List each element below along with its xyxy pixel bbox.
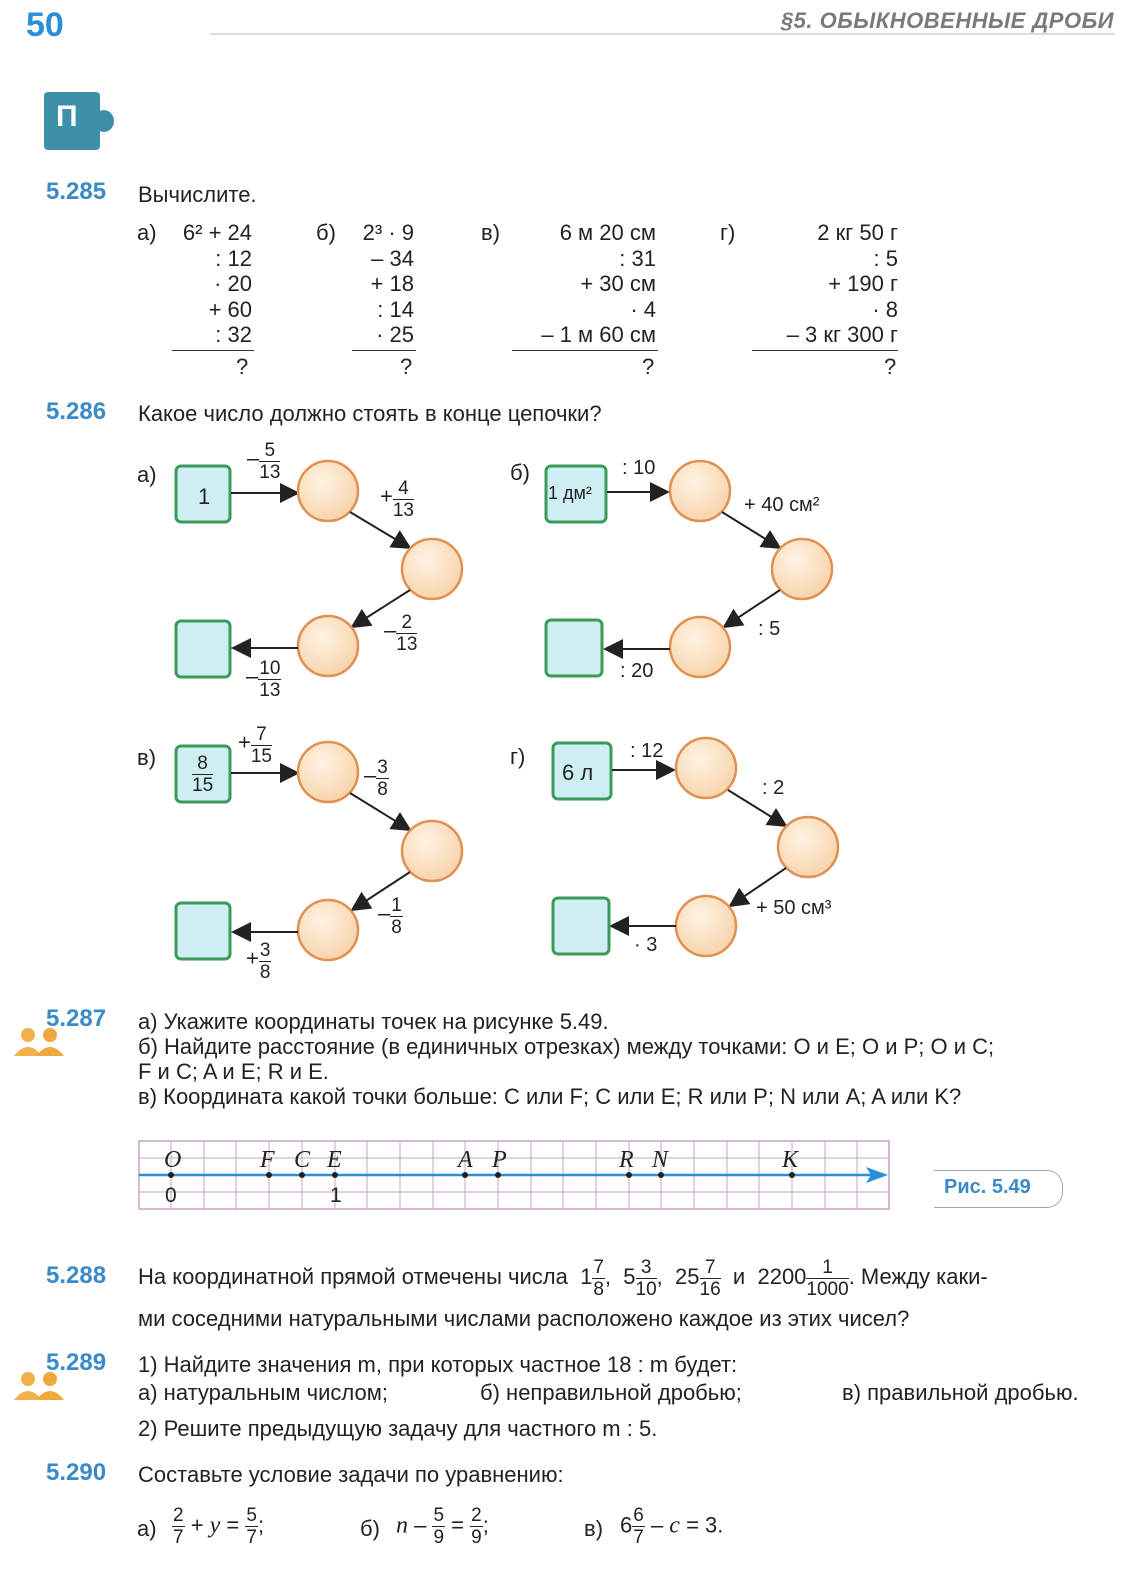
chain-start-value: 6 л (562, 760, 594, 785)
chain-diagrams (174, 459, 840, 962)
part-label: б) (316, 220, 336, 245)
result-line (352, 350, 416, 351)
part-label: в) (137, 745, 157, 770)
task-line: 1) Найдите значения m, при которых частн… (138, 1352, 738, 1377)
chain-op: · 3 (634, 934, 658, 956)
part-label: б) (510, 460, 530, 485)
pair-work-icon (14, 1028, 64, 1056)
page-number: 50 (26, 6, 64, 44)
problem-number: 5.289 (46, 1349, 107, 1376)
point-label: R (619, 1147, 634, 1173)
chain-op: : 5 (758, 618, 781, 640)
result-question: ? (884, 354, 897, 379)
point-label: C (294, 1147, 311, 1173)
task-line: в) Координата какой точки больше: C или … (138, 1084, 962, 1109)
task-line: ми соседними натуральными числами распол… (138, 1306, 910, 1331)
problem-number: 5.288 (46, 1262, 107, 1289)
part-label: г) (510, 744, 526, 769)
chain-start-value: 1 (198, 484, 211, 509)
chain-c (174, 740, 464, 962)
chain-d (551, 736, 840, 958)
calc-chain-c: 6 м 20 см: 31+ 30 см· 4– 1 м 60 см (541, 220, 656, 347)
tick-label: 1 (330, 1184, 342, 1207)
problem-title: Составьте условие задачи по уравнению: (138, 1462, 564, 1487)
point-label: F (260, 1147, 275, 1173)
problem-number: 5.285 (46, 178, 107, 205)
chain-op: : 20 (620, 660, 654, 682)
chain-start-value: 1 дм² (548, 483, 592, 503)
result-question: ? (642, 354, 655, 379)
part-label: г) (720, 220, 736, 245)
header-rule (210, 33, 1115, 35)
chain-b (544, 459, 834, 679)
option-c: в) правильной дробью. (842, 1380, 1079, 1405)
part-label: в) (584, 1516, 604, 1541)
chain-op: + 50 см³ (756, 897, 832, 919)
point-label: A (458, 1147, 473, 1173)
figure-caption: Рис. 5.49 (944, 1176, 1031, 1198)
result-question: ? (236, 354, 249, 379)
tick-label: 0 (165, 1184, 177, 1207)
task-line: б) Найдите расстояние (в единичных отрез… (138, 1034, 995, 1059)
point-label: E (327, 1147, 342, 1173)
problem-number: 5.287 (46, 1005, 107, 1032)
problem-title: Какое число должно стоять в конце цепочк… (138, 401, 602, 426)
result-question: ? (400, 354, 413, 379)
task-line: F и C; A и E; R и E. (138, 1059, 329, 1084)
calc-chain-a: 6² + 24: 12· 20+ 60: 32 (182, 220, 252, 347)
section-title: §5. ОБЫКНОВЕННЫЕ ДРОБИ (780, 8, 1114, 33)
part-label: а) (137, 1516, 157, 1541)
point-label: O (164, 1147, 182, 1173)
result-line (512, 350, 658, 351)
part-label: а) (137, 462, 157, 487)
result-line (752, 350, 898, 351)
point-label: P (492, 1147, 507, 1173)
part-label: б) (360, 1516, 380, 1541)
task-line: 2) Решите предыдущую задачу для частного… (138, 1416, 658, 1441)
point-label: K (782, 1147, 799, 1173)
puzzle-badge-icon: П (44, 92, 114, 150)
figure-caption-box (934, 1170, 1063, 1208)
option-b: б) неправильной дробью; (480, 1380, 742, 1405)
coordinate-line-figure (138, 1140, 890, 1210)
pair-work-icon (14, 1372, 64, 1400)
part-label: в) (481, 220, 501, 245)
chain-op: : 2 (762, 777, 785, 799)
calc-chain-b: 2³ · 9– 34+ 18: 14· 25 (362, 220, 414, 347)
task-line: а) Укажите координаты точек на рисунке 5… (138, 1009, 609, 1034)
chain-op: : 10 (622, 457, 656, 479)
result-line (172, 350, 254, 351)
part-label: а) (137, 220, 157, 245)
chain-op: + 40 см² (744, 494, 820, 516)
calc-chain-d: 2 кг 50 г: 5+ 190 г· 8– 3 кг 300 г (786, 220, 898, 347)
chain-a (174, 459, 464, 679)
option-a: а) натуральным числом; (138, 1380, 388, 1405)
problem-title: Вычислите. (138, 182, 257, 207)
chain-op: : 12 (630, 740, 664, 762)
problem-number: 5.290 (46, 1459, 107, 1486)
point-label: N (652, 1147, 669, 1173)
problem-number: 5.286 (46, 398, 107, 425)
